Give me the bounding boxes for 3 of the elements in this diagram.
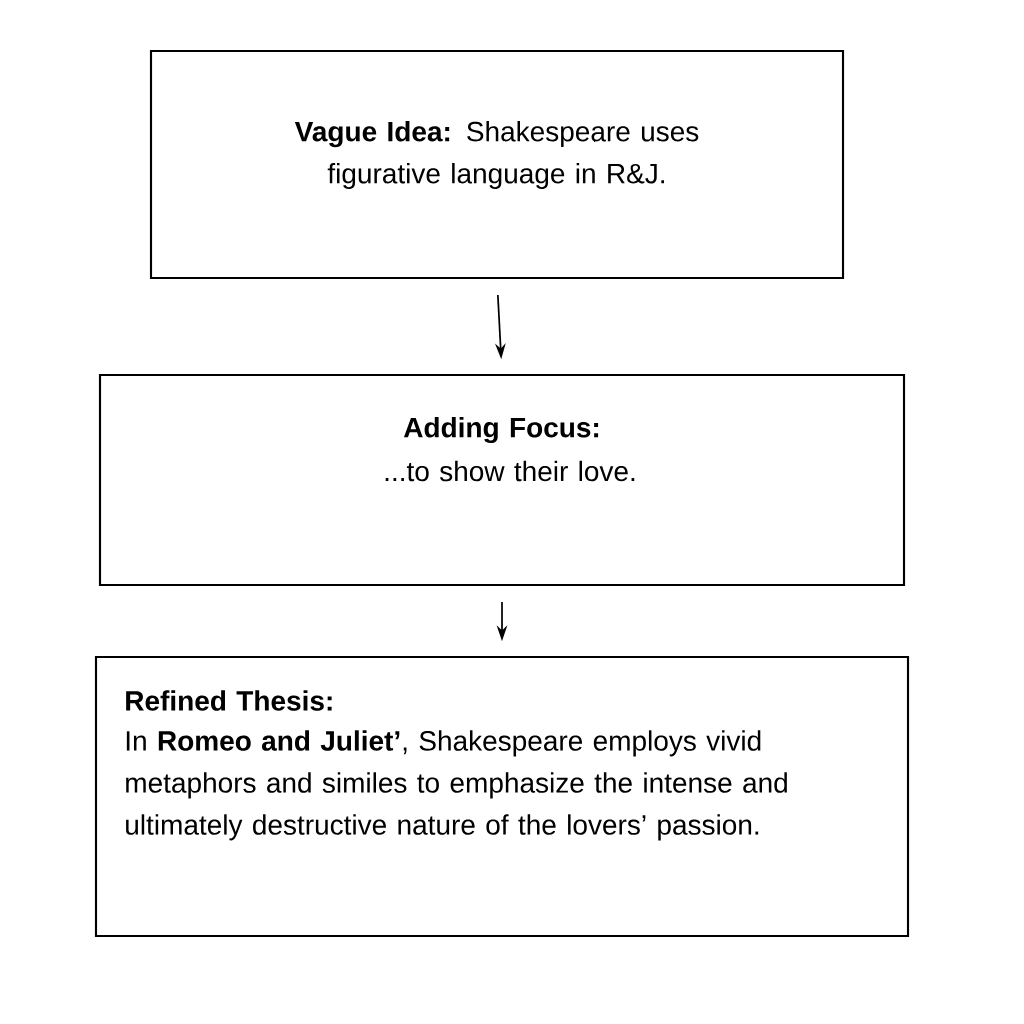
process-box: Adding Focus: ...to show their love. [98,373,906,587]
process-box: Refined Thesis: In Romeo and Juliet’, Shakespeare employs vivid metaphors and similes to emphasize the intense and ultimately destructive nature of the lovers’ passion. [94,655,910,938]
process-box: Vague Idea: Shakespeare uses figurative language in R&J. [149,49,845,280]
